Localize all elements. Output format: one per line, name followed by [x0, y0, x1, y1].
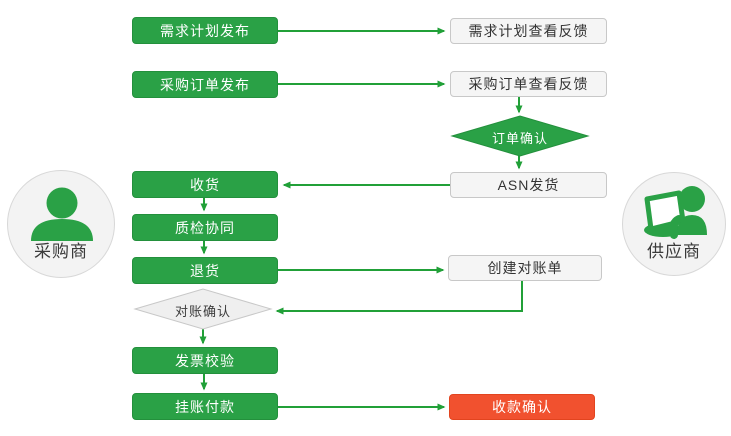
node-create-statement: 创建对账单 [448, 255, 602, 281]
node-receive: 收货 [132, 171, 278, 198]
node-return-goods: 退货 [132, 257, 278, 284]
actor-supplier: 供应商 [622, 172, 726, 276]
node-asn-ship: ASN发货 [450, 172, 607, 198]
node-invoice-verify: 发票校验 [132, 347, 278, 374]
node-payment-on-account: 挂账付款 [132, 393, 278, 420]
person-icon [31, 187, 93, 241]
node-demand-plan-publish: 需求计划发布 [132, 17, 278, 44]
node-po-feedback: 采购订单查看反馈 [450, 71, 607, 97]
decision-order-confirm-shape [450, 115, 590, 157]
decision-reconcile-confirm-shape [133, 288, 273, 330]
node-demand-plan-feedback: 需求计划查看反馈 [450, 18, 607, 44]
node-receipt-confirm: 收款确认 [449, 394, 595, 420]
node-po-publish: 采购订单发布 [132, 71, 278, 98]
actor-supplier-label: 供应商 [647, 242, 701, 261]
person-laptop-icon [644, 186, 707, 239]
actor-buyer-label: 采购商 [34, 242, 88, 261]
actor-buyer: 采购商 [7, 170, 115, 278]
node-quality-check: 质检协同 [132, 214, 278, 241]
connector-statement-to-reconcile [275, 280, 523, 315]
